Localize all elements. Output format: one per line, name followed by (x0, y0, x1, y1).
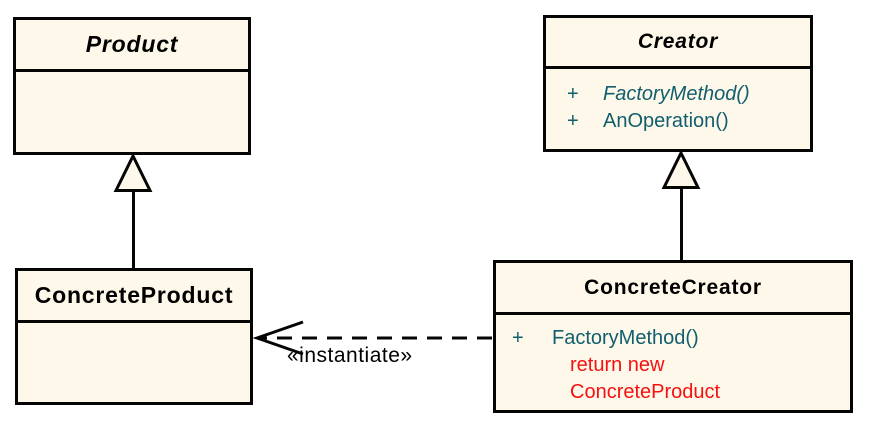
method-name: FactoryMethod() (552, 327, 699, 349)
method-anoperation: + AnOperation() (546, 108, 810, 135)
method-factorymethod: + FactoryMethod() (496, 325, 850, 352)
class-concrete-product-title: ConcreteProduct (18, 271, 250, 323)
generalization-triangle-product-icon (113, 152, 153, 192)
instantiate-edge-label: «instantiate» (287, 344, 413, 367)
class-product: Product (13, 17, 251, 155)
method-factorymethod: + FactoryMethod() (546, 81, 810, 108)
class-concrete-creator-body: + FactoryMethod() return new ConcretePro… (496, 315, 850, 406)
class-creator-title: Creator (546, 18, 810, 69)
visibility-public: + (512, 327, 524, 349)
code-note-line: return new (570, 354, 665, 376)
class-creator-body: + FactoryMethod() + AnOperation() (546, 69, 810, 135)
class-product-title: Product (16, 20, 248, 72)
method-name: FactoryMethod() (603, 83, 750, 105)
class-concrete-creator: ConcreteCreator + FactoryMethod() return… (493, 260, 853, 413)
instantiate-open-arrowhead-icon (252, 320, 304, 356)
class-concrete-creator-title: ConcreteCreator (496, 263, 850, 315)
generalization-triangle-creator-icon (661, 149, 701, 189)
visibility-public: + (567, 110, 579, 132)
class-creator: Creator + FactoryMethod() + AnOperation(… (543, 15, 813, 152)
code-note-line: ConcreteProduct (570, 381, 721, 403)
method-name: AnOperation() (603, 110, 729, 132)
visibility-public: + (567, 83, 579, 105)
class-concrete-product: ConcreteProduct (15, 268, 253, 405)
